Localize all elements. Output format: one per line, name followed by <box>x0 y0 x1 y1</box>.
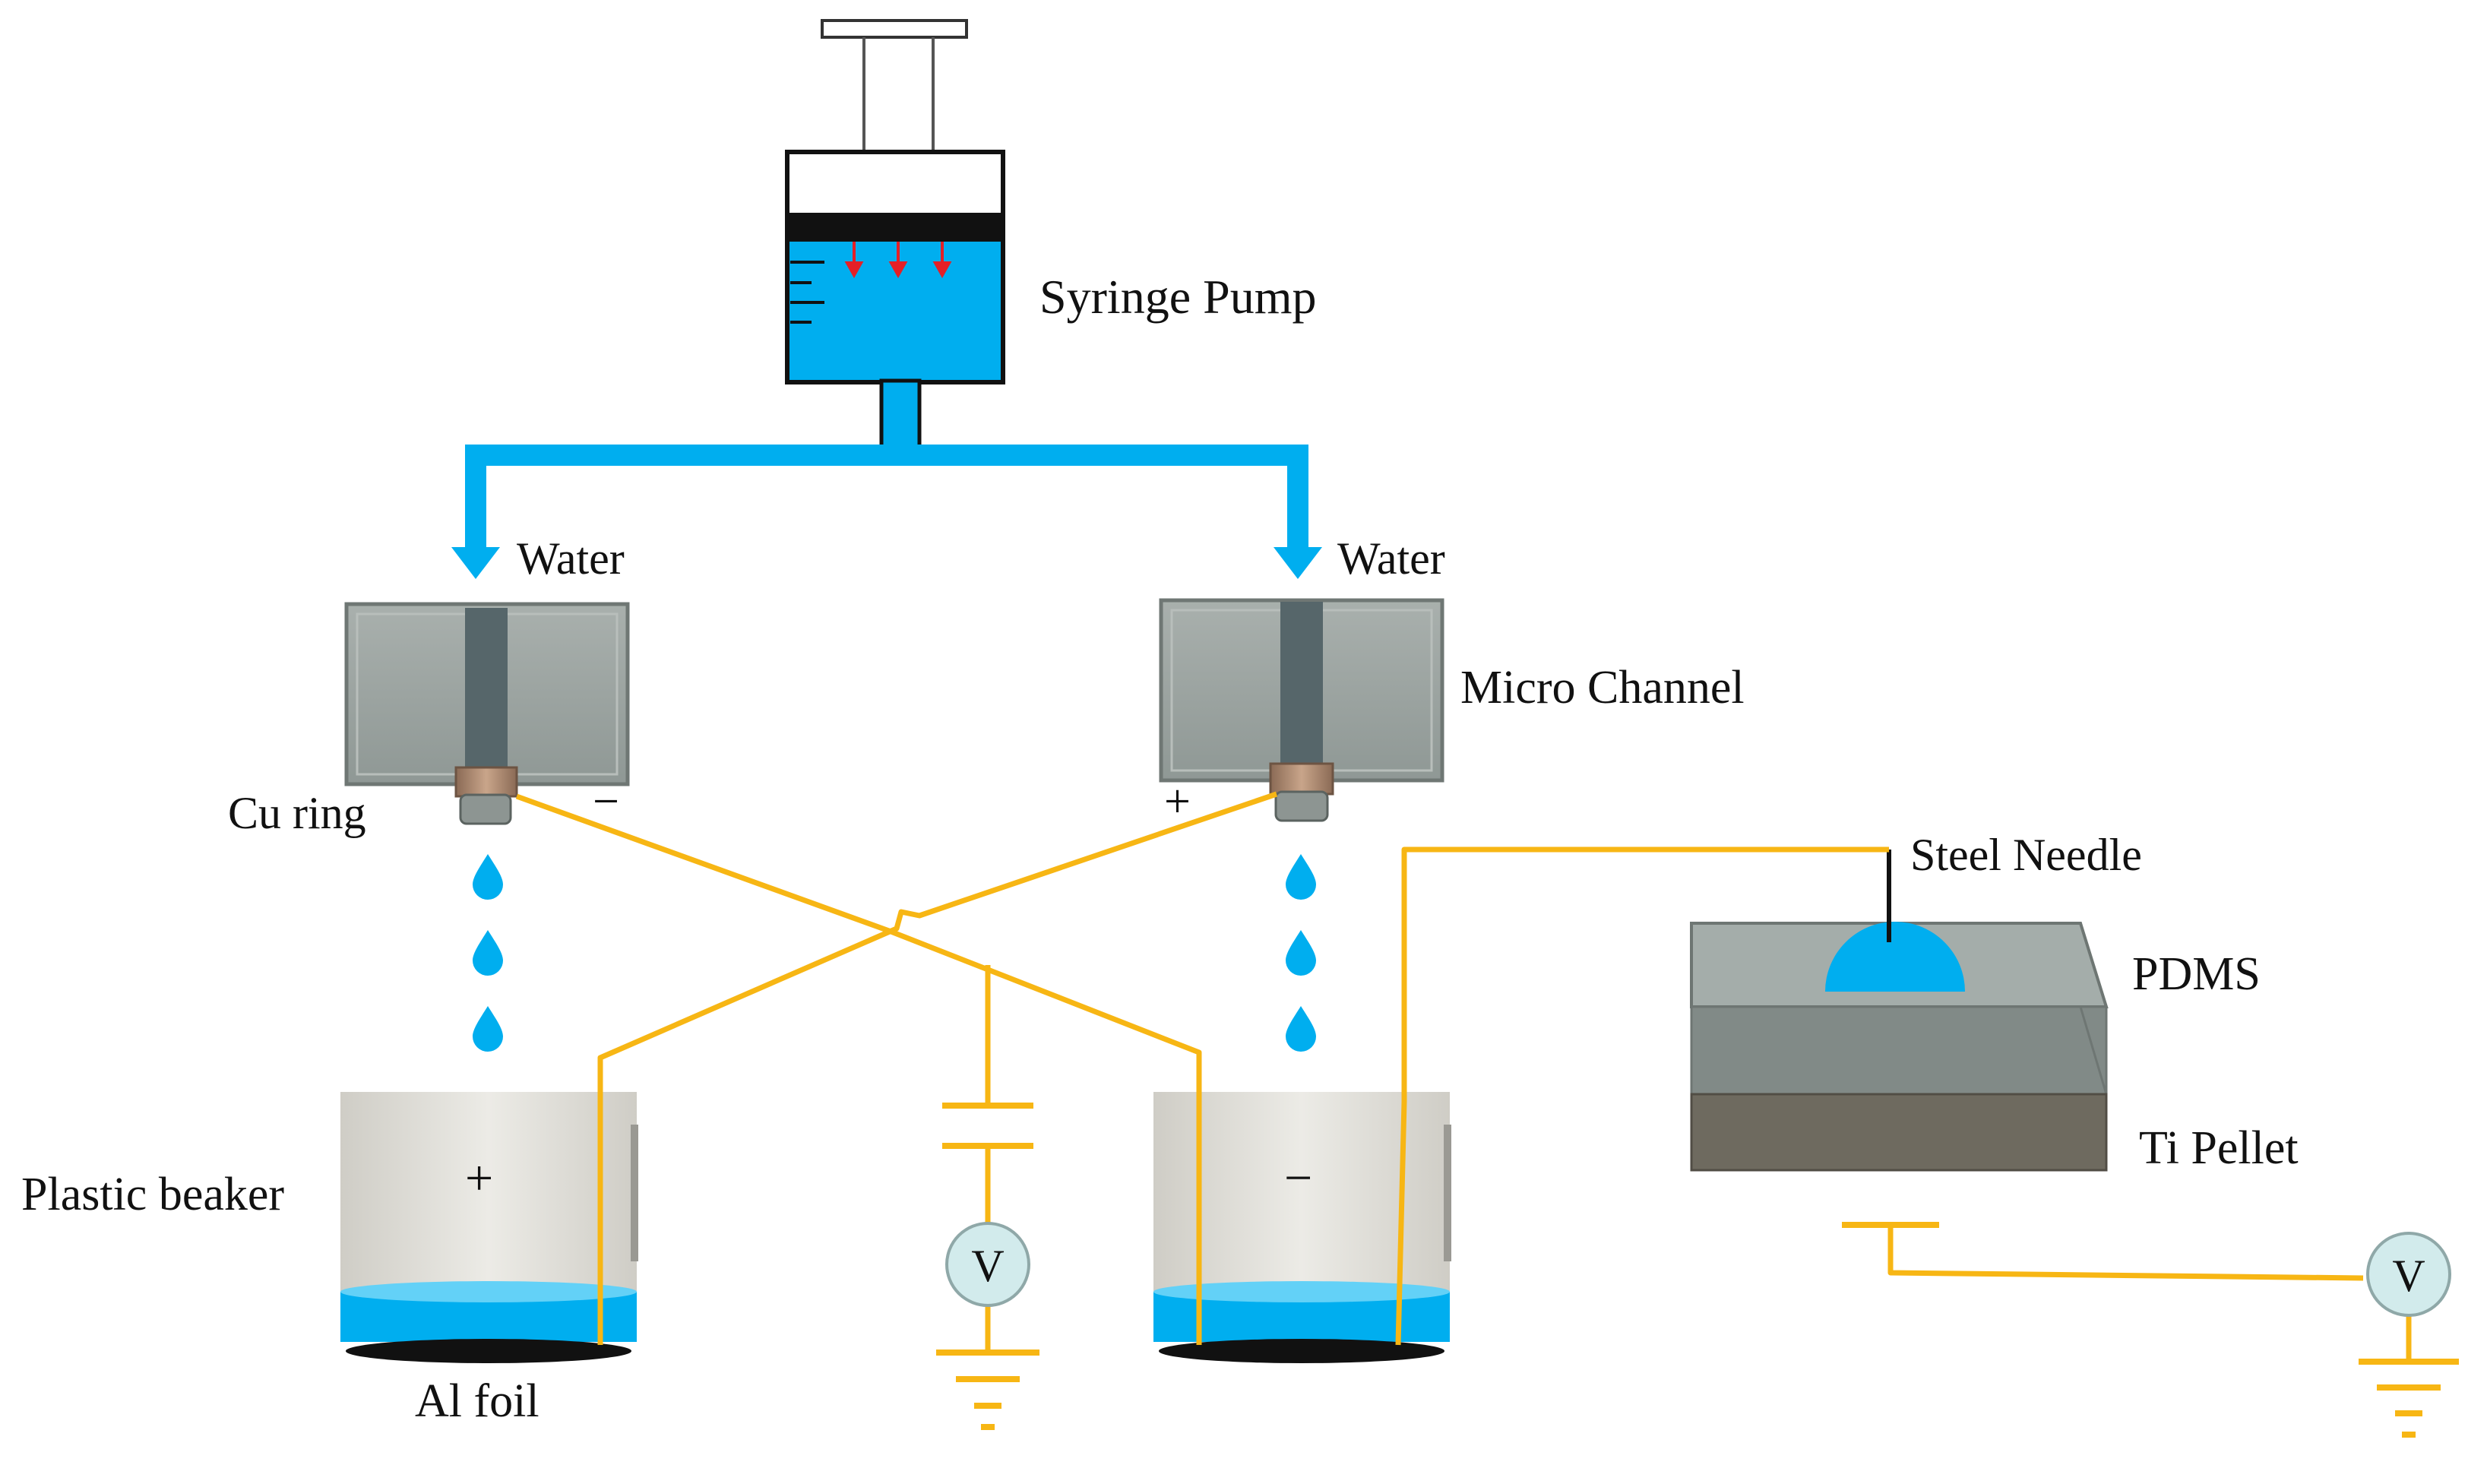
syringe-pump-label: Syringe Pump <box>1039 270 1316 324</box>
micro-channel-right <box>1159 598 1444 822</box>
voltmeter-right-label: V <box>2392 1251 2425 1301</box>
water-label-right: Water <box>1337 533 1445 584</box>
plastic-beaker-label: Plastic beaker <box>21 1169 284 1220</box>
sign-left-beaker: + <box>465 1150 493 1206</box>
cu-ring-right <box>1274 790 1329 822</box>
al-foil-label: Al foil <box>415 1375 539 1427</box>
wire-cu-right-to-left-beaker <box>597 791 1278 1345</box>
pdms-label: PDMS <box>2132 948 2261 1000</box>
water-pipe <box>451 445 1322 579</box>
sign-left-channel: − <box>593 776 619 827</box>
capacitor <box>942 1103 1033 1149</box>
wires <box>515 791 2412 1360</box>
ti-pellet-label: Ti Pellet <box>2139 1122 2299 1174</box>
ti-pellet <box>1690 1093 2108 1172</box>
plastic-beaker-left <box>340 1092 638 1363</box>
micro-channel-left <box>344 602 630 825</box>
wire-needle-to-beaker <box>1395 846 1889 1346</box>
pressure-arrows <box>844 242 952 279</box>
channel-bore-right <box>1280 602 1323 770</box>
sign-right-beaker: − <box>1284 1150 1312 1206</box>
water-arrow-left <box>451 547 500 579</box>
syringe-pump: Syringe Pump <box>785 19 1316 451</box>
pdms-slant <box>1691 1005 2108 1095</box>
voltmeter-center: V <box>945 1222 1030 1307</box>
graduation-marks <box>790 261 824 324</box>
voltmeter-center-label: V <box>971 1241 1004 1291</box>
ground-icon-center <box>936 1350 1039 1430</box>
channel-bore-left <box>465 608 508 775</box>
syringe-barrel-upper <box>787 152 1003 214</box>
wire-cu-left-to-right-beaker <box>515 793 1202 1345</box>
syringe-nozzle <box>879 378 922 451</box>
cu-ring-left <box>459 793 512 825</box>
sign-right-channel: + <box>1164 776 1191 827</box>
voltmeter-right: V <box>2366 1232 2451 1317</box>
plunger-seal <box>787 213 1003 242</box>
steel-needle-label: Steel Needle <box>1910 830 2142 880</box>
micro-channel-label: Micro Channel <box>1460 662 1745 714</box>
water-label-left: Water <box>517 533 625 584</box>
al-foil-left <box>346 1339 631 1363</box>
al-foil-right <box>1159 1339 1444 1363</box>
droplets-left <box>473 854 503 1052</box>
water-droplet-pdms <box>1825 922 1965 992</box>
water-arrow-right <box>1274 547 1322 579</box>
pdms-stack <box>1690 850 2109 1172</box>
wire-pellet-to-meter <box>1887 1225 2364 1281</box>
plunger-handle <box>821 19 968 39</box>
pdms-dark-layer <box>1690 1005 2108 1096</box>
droplets-right <box>1286 854 1316 1052</box>
cu-ring-label: Cu ring <box>228 788 366 838</box>
ground-icon-right <box>2359 1359 2459 1438</box>
